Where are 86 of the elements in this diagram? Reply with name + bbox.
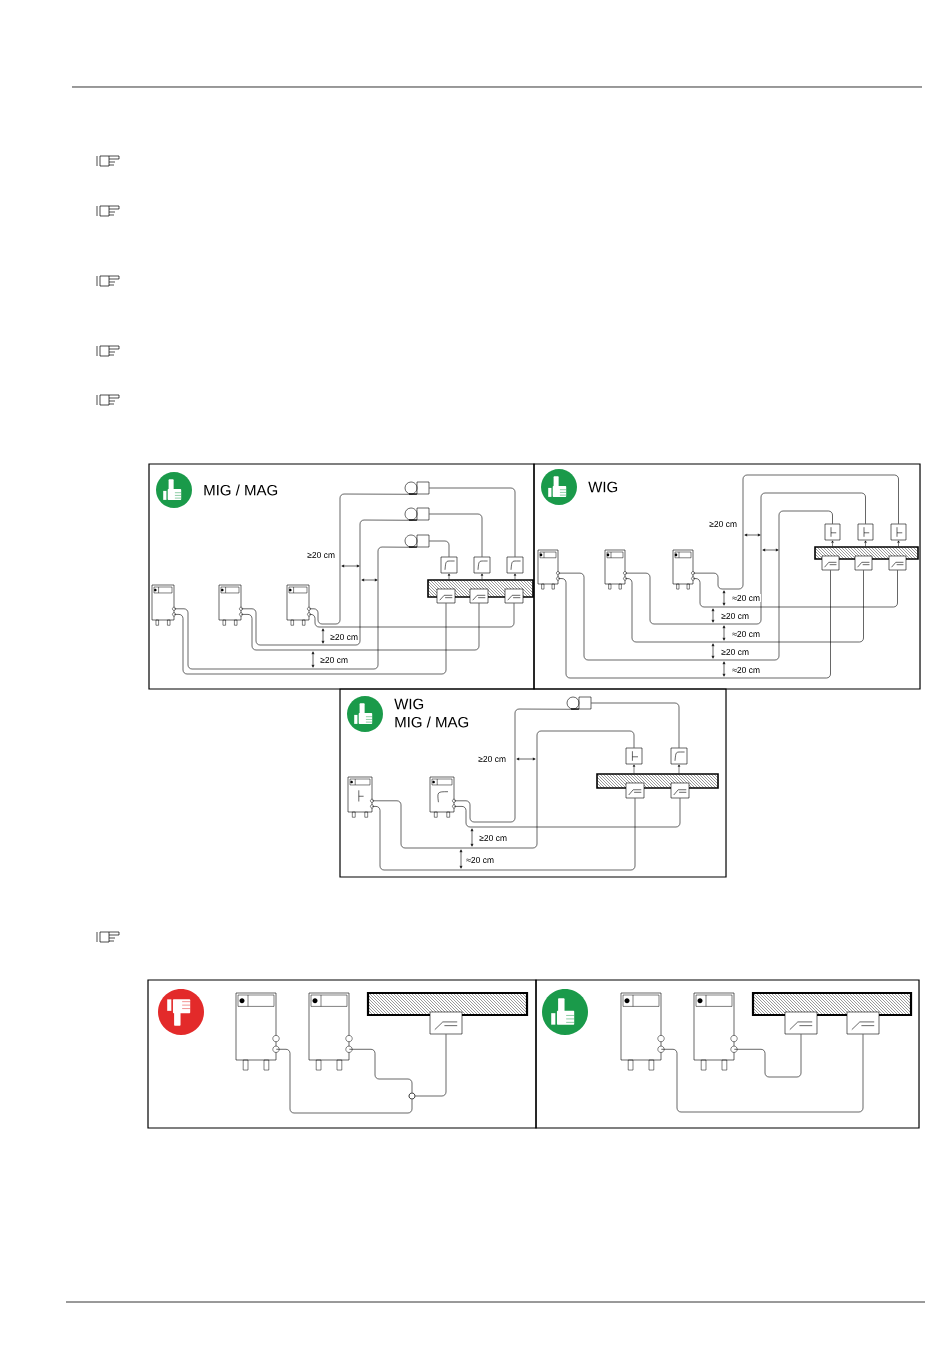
- welding-machine: [308, 992, 353, 1071]
- dimension-label: ≈20 cm: [731, 666, 761, 674]
- torch-box: [824, 523, 841, 541]
- torch-box: [506, 556, 524, 574]
- cable: [241, 519, 417, 646]
- cable: [693, 474, 899, 590]
- torch-box: [670, 747, 688, 765]
- dimension-label: ≈20 cm: [465, 856, 495, 864]
- cable: [558, 510, 833, 661]
- welding-machine: [235, 992, 280, 1071]
- spark-arrow: [480, 573, 484, 580]
- cable: [734, 1034, 802, 1078]
- torch-box: [890, 523, 907, 541]
- earth-clamp-box: [429, 1011, 463, 1035]
- spark-arrow: [513, 573, 517, 580]
- spark-arrow: [447, 573, 451, 580]
- torch-box: [625, 747, 643, 765]
- torch-box: [440, 556, 458, 574]
- panel-title: MIG / MAG: [395, 716, 469, 728]
- cable: [415, 1034, 447, 1097]
- welding-machine: [429, 776, 456, 818]
- earth-clamp-box: [625, 782, 645, 799]
- workpiece: [366, 991, 529, 1017]
- dimension-label: ≥20 cm: [720, 612, 750, 620]
- panel-title: MIG / MAG: [204, 484, 278, 496]
- cable: [454, 798, 681, 828]
- wire-feeder: [404, 481, 430, 495]
- spark-arrow: [831, 540, 834, 547]
- dimension-label: ≥20 cm: [329, 633, 359, 641]
- welding-machine: [672, 549, 695, 590]
- wire-feeder: [566, 696, 592, 710]
- cable: [693, 570, 898, 608]
- workpiece: [427, 579, 534, 598]
- earth-clamp-box: [670, 782, 690, 799]
- dimension-label: ≥20 cm: [306, 551, 336, 559]
- cable: [174, 603, 447, 675]
- earth-clamp-box: [784, 1011, 818, 1035]
- dimension-label: ≈20 cm: [731, 630, 761, 638]
- earth-clamp-box: [436, 588, 456, 604]
- wire-feeder: [404, 507, 430, 521]
- workpiece: [814, 546, 919, 560]
- welding-machine: [620, 992, 665, 1071]
- spark-arrow: [677, 764, 681, 774]
- cable: [429, 540, 450, 557]
- welding-machine: [693, 992, 738, 1071]
- earth-clamp-box: [469, 588, 489, 604]
- cable: [309, 603, 515, 628]
- cable: [349, 1049, 413, 1093]
- earth-clamp-box: [821, 555, 840, 571]
- spark-arrow: [864, 540, 867, 547]
- wire-feeder: [404, 534, 430, 548]
- cable: [309, 493, 417, 625]
- welding-machine: [604, 549, 627, 590]
- earth-clamp-box: [888, 555, 907, 571]
- cable: [591, 702, 680, 748]
- dimension-label: ≥20 cm: [708, 520, 738, 528]
- dimension-label: ≥20 cm: [478, 834, 508, 842]
- welding-machine: [151, 584, 176, 626]
- cable: [372, 798, 636, 871]
- dimension-label: ≥20 cm: [720, 648, 750, 656]
- welding-machine: [218, 584, 243, 626]
- panel-title: WIG: [588, 481, 618, 493]
- torch-box: [857, 523, 874, 541]
- dimension-label: ≥20 cm: [319, 656, 349, 664]
- cable: [454, 708, 579, 823]
- cable: [372, 730, 635, 849]
- dimension-label: ≈20 cm: [731, 594, 761, 602]
- earth-clamp-box: [854, 555, 873, 571]
- earth-clamp-box: [504, 588, 524, 604]
- panel-title: WIG: [394, 698, 424, 710]
- cable: [429, 513, 483, 557]
- cable: [625, 492, 866, 625]
- cable: [558, 570, 831, 679]
- welding-machine: [347, 776, 374, 818]
- dimension-label: ≥20 cm: [477, 755, 507, 763]
- welding-machine: [537, 549, 560, 590]
- cable: [174, 546, 417, 670]
- torch-box: [473, 556, 491, 574]
- cable: [429, 487, 516, 557]
- spark-arrow: [897, 540, 900, 547]
- welding-machine: [286, 584, 311, 626]
- cable: [241, 603, 480, 651]
- workpiece: [596, 773, 719, 789]
- spark-arrow: [632, 764, 636, 774]
- earth-clamp-box: [846, 1011, 880, 1035]
- cable: [625, 570, 864, 643]
